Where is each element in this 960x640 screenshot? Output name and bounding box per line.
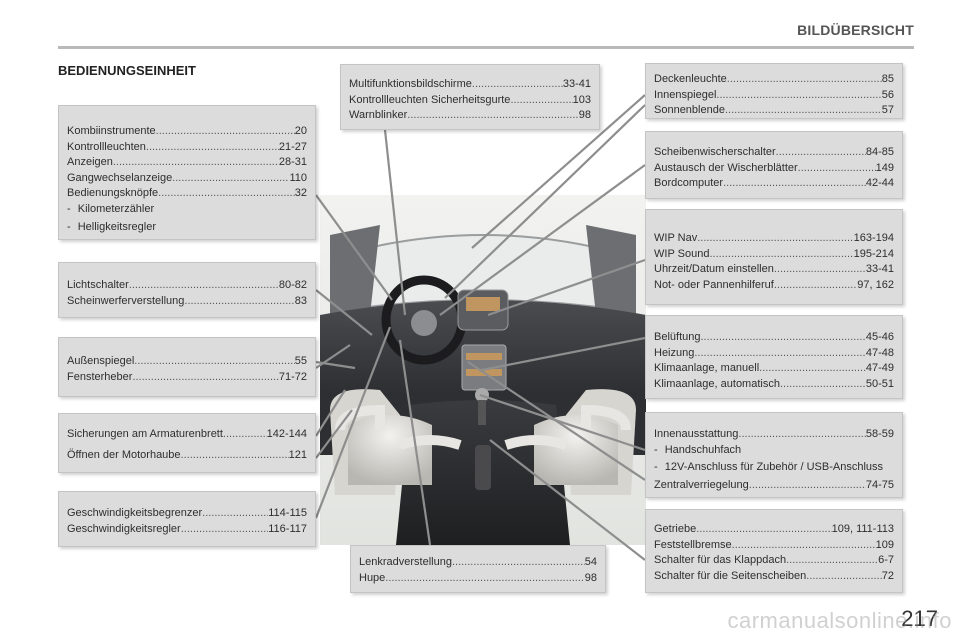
- sub-item: Kilometerzähler: [67, 202, 307, 218]
- index-row: Bordcomputer42-44: [654, 176, 894, 192]
- index-row: Getriebe109, 111-113: [654, 522, 894, 538]
- index-row: Kombiinstrumente20: [67, 124, 307, 140]
- index-row: Zentralverriegelung74-75: [654, 478, 894, 494]
- index-row: Fensterheber71-72: [67, 370, 307, 386]
- box-wip: WIP Nav163-194 WIP Sound195-214 Uhrzeit/…: [645, 209, 903, 305]
- index-row: Bedienungsknöpfe32: [67, 186, 307, 202]
- index-row: Klimaanlage, manuell47-49: [654, 361, 894, 377]
- index-row: Kontrollleuchten21-27: [67, 140, 307, 156]
- index-row: Kontrollleuchten Sicherheitsgurte103: [349, 93, 591, 109]
- index-row: Scheibenwischerschalter84-85: [654, 145, 894, 161]
- page-header-title: BILDÜBERSICHT: [797, 22, 914, 38]
- index-row: Belüftung45-46: [654, 330, 894, 346]
- car-interior-image: [320, 195, 646, 545]
- index-row: Lichtschalter80-82: [67, 278, 307, 294]
- box-scheibenwischer: Scheibenwischerschalter84-85 Austausch d…: [645, 131, 903, 199]
- index-row: Anzeigen28-31: [67, 155, 307, 171]
- box-lenkrad: Lenkradverstellung54 Hupe98: [350, 545, 606, 593]
- sub-item: 12V-Anschluss für Zubehör / USB-Anschlus…: [654, 460, 894, 476]
- box-lichtschalter: Lichtschalter80-82 Scheinwerferverstellu…: [58, 262, 316, 318]
- index-row: Schalter für das Klappdach6-7: [654, 553, 894, 569]
- index-row: WIP Nav163-194: [654, 231, 894, 247]
- index-row: Scheinwerferverstellung83: [67, 294, 307, 310]
- box-multifunktion: Multifunktionsbildschirme33-41 Kontrolll…: [340, 64, 600, 130]
- index-row: Deckenleuchte85: [654, 72, 894, 88]
- box-innenausstattung: Innenausstattung58-59 Handschuhfach 12V-…: [645, 412, 903, 498]
- index-row: Innenausstattung58-59: [654, 427, 894, 443]
- index-row: Gangwechselanzeige110: [67, 171, 307, 187]
- index-row: Austausch der Wischerblätter149: [654, 161, 894, 177]
- index-row: Feststellbremse109: [654, 538, 894, 554]
- index-row: Heizung47-48: [654, 346, 894, 362]
- index-row: Geschwindigkeitsbegrenzer114-115: [67, 506, 307, 522]
- index-row: WIP Sound195-214: [654, 247, 894, 263]
- page-number: 217: [901, 606, 938, 631]
- index-row: Multifunktionsbildschirme33-41: [349, 77, 591, 93]
- box-deckenleuchte: Deckenleuchte85 Innenspiegel56 Sonnenble…: [645, 63, 903, 119]
- box-getriebe: Getriebe109, 111-113 Feststellbremse109 …: [645, 509, 903, 593]
- index-row: Sonnenblende57: [654, 103, 894, 119]
- index-row: Warnblinker98: [349, 108, 591, 124]
- index-row: Geschwindigkeitsregler116-117: [67, 522, 307, 538]
- index-row: Öffnen der Motorhaube121: [67, 448, 307, 464]
- box-aussenspiegel: Außenspiegel55 Fensterheber71-72: [58, 337, 316, 397]
- index-row: Schalter für die Seitenscheiben72: [654, 569, 894, 585]
- index-row: Innenspiegel56: [654, 88, 894, 104]
- index-row: Sicherungen am Armaturenbrett142-144: [67, 427, 307, 443]
- index-row: Hupe98: [359, 571, 597, 587]
- sub-item: Helligkeitsregler: [67, 220, 307, 236]
- section-title: BEDIENUNGSEINHEIT: [58, 63, 196, 78]
- box-kombiinstrumente: Kombiinstrumente20 Kontrollleuchten21-27…: [58, 105, 316, 240]
- index-row: Klimaanlage, automatisch50-51: [654, 377, 894, 393]
- index-row: Außenspiegel55: [67, 354, 307, 370]
- index-row: Lenkradverstellung54: [359, 555, 597, 571]
- index-row: Uhrzeit/Datum einstellen33-41: [654, 262, 894, 278]
- index-row: Not- oder Pannenhilferuf97, 162: [654, 278, 894, 294]
- header-divider: [58, 46, 914, 49]
- box-lueftung: Belüftung45-46 Heizung47-48 Klimaanlage,…: [645, 315, 903, 399]
- box-geschwindigkeit: Geschwindigkeitsbegrenzer114-115 Geschwi…: [58, 491, 316, 547]
- watermark: carmanualsonline.info: [727, 608, 952, 633]
- box-sicherungen: Sicherungen am Armaturenbrett142-144 Öff…: [58, 413, 316, 473]
- sub-item: Handschuhfach: [654, 443, 894, 459]
